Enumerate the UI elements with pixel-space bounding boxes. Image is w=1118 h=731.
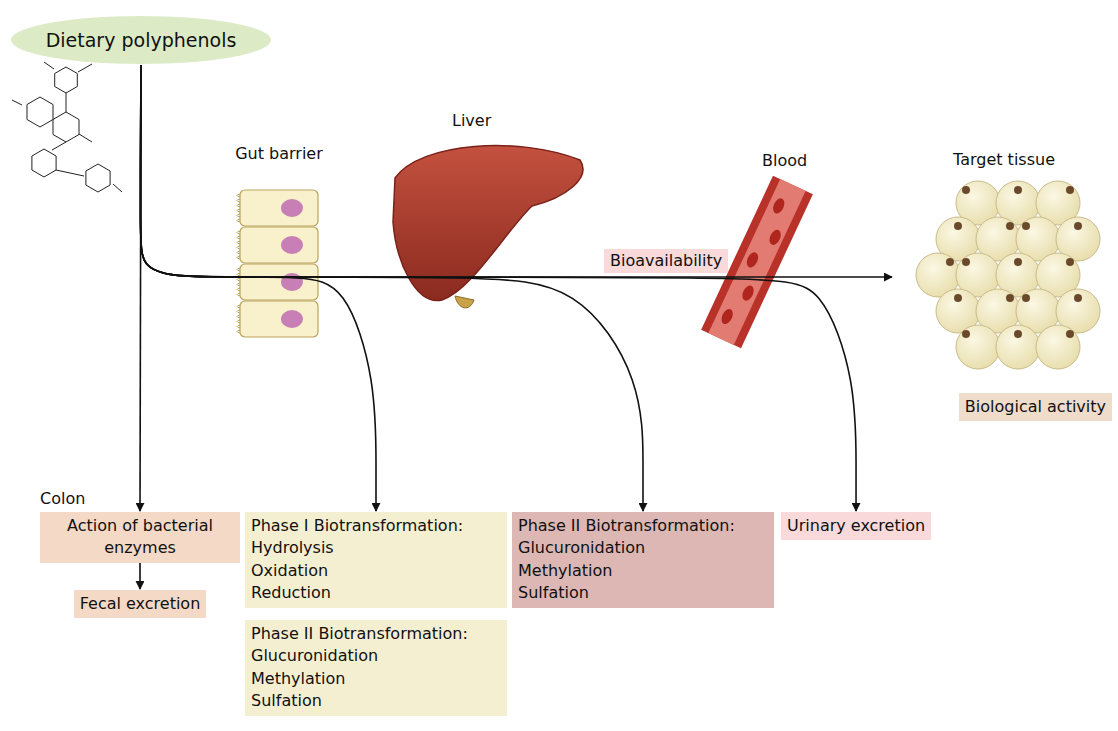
liver-organ bbox=[393, 146, 583, 308]
node-heading: Urinary excretion bbox=[787, 515, 925, 537]
node-heading: Phase II Biotransformation: bbox=[251, 623, 501, 645]
process-box: Phase II Biotransformation:Glucuronidati… bbox=[245, 620, 507, 716]
molecule-structure bbox=[12, 62, 122, 192]
node-text: Sulfation bbox=[251, 690, 501, 712]
outcome-box: Biological activity bbox=[959, 393, 1112, 421]
outcome-box: Fecal excretion bbox=[74, 590, 207, 618]
process-box: Phase II Biotransformation:Glucuronidati… bbox=[512, 512, 774, 608]
part-label: Blood bbox=[762, 150, 807, 172]
target-tissue: Target tissue bbox=[893, 146, 1115, 386]
node-text: Methylation bbox=[518, 560, 768, 582]
node-heading: Target tissue bbox=[899, 149, 1109, 171]
flow-arrow bbox=[140, 65, 643, 511]
node-heading: Phase I Biotransformation: bbox=[251, 515, 501, 537]
part-label: Gut barrier bbox=[234, 143, 324, 165]
node-heading: Fecal excretion bbox=[80, 593, 201, 615]
process-box: Action of bacterial enzymes bbox=[40, 512, 240, 563]
flow-arrow bbox=[140, 65, 892, 277]
outcome-box: Urinary excretion bbox=[781, 512, 931, 540]
part-label: Liver bbox=[452, 110, 491, 132]
node-heading: Phase II Biotransformation: bbox=[518, 515, 768, 537]
node-text: Glucuronidation bbox=[518, 537, 768, 559]
node-heading: Dietary polyphenols bbox=[46, 27, 237, 54]
node-text: Oxidation bbox=[251, 560, 501, 582]
node-text: Reduction bbox=[251, 582, 501, 604]
node-text: Sulfation bbox=[518, 582, 768, 604]
node-heading: Biological activity bbox=[965, 396, 1106, 418]
flow-arrow bbox=[139, 563, 141, 589]
part-label: Colon bbox=[40, 488, 85, 510]
node-text: Glucuronidation bbox=[251, 645, 501, 667]
edge-label: Bioavailability bbox=[604, 249, 728, 273]
process-box: Phase I Biotransformation:HydrolysisOxid… bbox=[245, 512, 507, 608]
gut-cells bbox=[237, 190, 318, 337]
node-text: Hydrolysis bbox=[251, 537, 501, 559]
flow-arrow bbox=[140, 65, 856, 511]
flow-arrow bbox=[140, 65, 376, 511]
tissue-cells bbox=[916, 181, 1100, 369]
source-ellipse: Dietary polyphenols bbox=[10, 15, 272, 65]
node-text: Methylation bbox=[251, 668, 501, 690]
node-heading: Action of bacterial enzymes bbox=[46, 515, 234, 560]
